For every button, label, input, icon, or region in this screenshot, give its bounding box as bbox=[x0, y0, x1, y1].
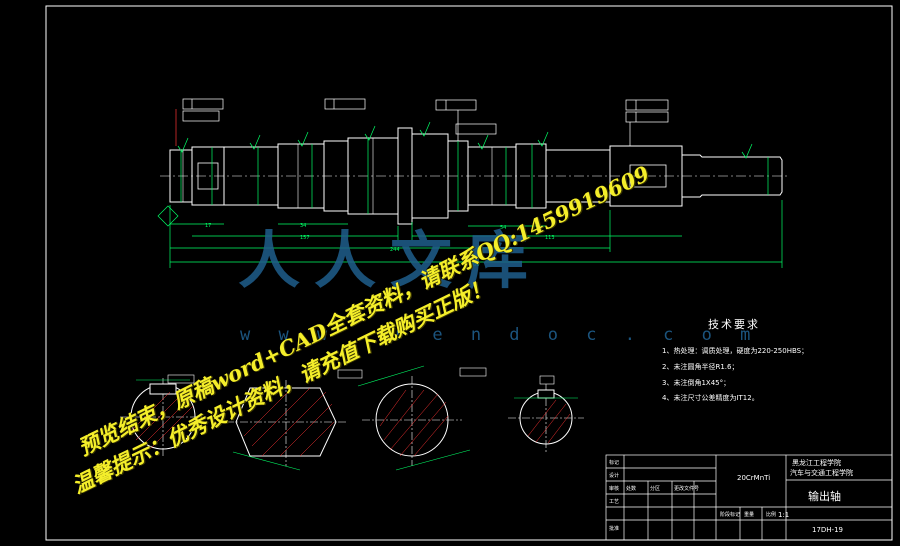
svg-text:54: 54 bbox=[500, 225, 506, 231]
title-block bbox=[605, 454, 893, 541]
material-text: 20CrMnTi bbox=[737, 474, 771, 482]
tech-requirement-item: 4、未注尺寸公差精度为IT12。 bbox=[662, 394, 759, 402]
svg-text:处数: 处数 bbox=[626, 485, 636, 492]
logo-url: w w w . r e n d o c . c o m bbox=[240, 325, 760, 345]
part-name: 输出轴 bbox=[808, 490, 841, 503]
svg-text:标记: 标记 bbox=[609, 459, 619, 466]
svg-text:重量: 重量 bbox=[744, 511, 754, 518]
svg-text:批准: 批准 bbox=[609, 525, 619, 532]
svg-text:17: 17 bbox=[205, 223, 211, 229]
section-tolerance-frames bbox=[167, 367, 555, 385]
tech-requirements-title: 技术要求 bbox=[708, 318, 760, 331]
section-view-3 bbox=[362, 376, 462, 466]
tech-requirement-item: 3、未注倒角1X45°； bbox=[662, 379, 731, 387]
svg-text:更改文件号: 更改文件号 bbox=[674, 485, 699, 492]
svg-text:审核: 审核 bbox=[609, 485, 619, 492]
section-dimensions bbox=[136, 365, 578, 471]
title-block-small-labels: 标记 设计 审核 工艺 处数 分区 更改文件号 阶段标记 重量 比例 批准 bbox=[609, 459, 776, 532]
geometric-tolerance-frames bbox=[157, 98, 669, 227]
section-view-1 bbox=[120, 378, 206, 456]
svg-text:工艺: 工艺 bbox=[609, 499, 619, 505]
svg-text:34: 34 bbox=[300, 223, 306, 229]
svg-text:244: 244 bbox=[390, 247, 400, 253]
drawing-frame bbox=[45, 5, 893, 541]
svg-text:157: 157 bbox=[300, 235, 310, 241]
company-sub: 汽车与交通工程学院 bbox=[790, 469, 853, 477]
svg-text:阶段标记: 阶段标记 bbox=[720, 511, 740, 518]
tech-requirement-item: 1、热处理：调质处理，硬度为220-250HBS； bbox=[662, 347, 809, 355]
logo-watermark: 人人文库 bbox=[238, 224, 543, 297]
dimension-text: 17 34 54 157 113 244 309 bbox=[205, 223, 555, 268]
scale-text: 1:1 bbox=[778, 511, 790, 519]
section-view-4 bbox=[508, 384, 584, 454]
dimension-lines bbox=[169, 121, 783, 268]
svg-text:309: 309 bbox=[470, 262, 480, 268]
svg-text:分区: 分区 bbox=[650, 485, 660, 492]
tech-requirement-item: 2、未注圆角半径R1.6； bbox=[662, 363, 739, 371]
company-name: 黑龙江工程学院 bbox=[792, 459, 841, 467]
svg-text:比例: 比例 bbox=[766, 511, 776, 518]
svg-text:113: 113 bbox=[545, 235, 555, 241]
svg-text:设计: 设计 bbox=[609, 472, 619, 479]
section-hatching bbox=[131, 387, 571, 457]
drawing-number: 17DH-19 bbox=[812, 526, 843, 534]
